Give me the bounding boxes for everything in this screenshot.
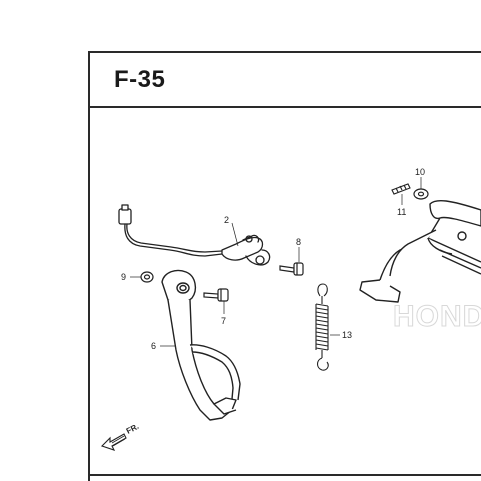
- leader-line-2: [231, 222, 239, 247]
- callout-7: 7: [221, 316, 226, 326]
- header-divider: [88, 106, 481, 108]
- main-stand: [359, 199, 481, 303]
- fr-label: FR.: [125, 422, 141, 436]
- bolt-8: [279, 262, 304, 276]
- washer-10: [413, 188, 429, 200]
- callout-8: 8: [296, 237, 301, 247]
- callout-2: 2: [224, 215, 229, 225]
- honda-watermark: HONDA: [393, 300, 481, 333]
- stop-switch-cable: [118, 204, 271, 266]
- bolt-7: [203, 288, 229, 302]
- callout-11: 11: [397, 207, 406, 217]
- callout-10: 10: [415, 167, 425, 177]
- callout-13: 13: [342, 330, 352, 340]
- diagram-frame: [88, 51, 481, 481]
- callout-9: 9: [121, 272, 126, 282]
- bottom-divider: [88, 474, 481, 476]
- callout-6: 6: [151, 341, 156, 351]
- page-title: F-35: [114, 66, 166, 93]
- spring-13: [315, 283, 329, 371]
- front-direction-marker: FR.: [100, 422, 141, 451]
- brake-pedal-6: [161, 269, 241, 421]
- collar-9: [140, 271, 154, 283]
- pin-11: [391, 183, 411, 195]
